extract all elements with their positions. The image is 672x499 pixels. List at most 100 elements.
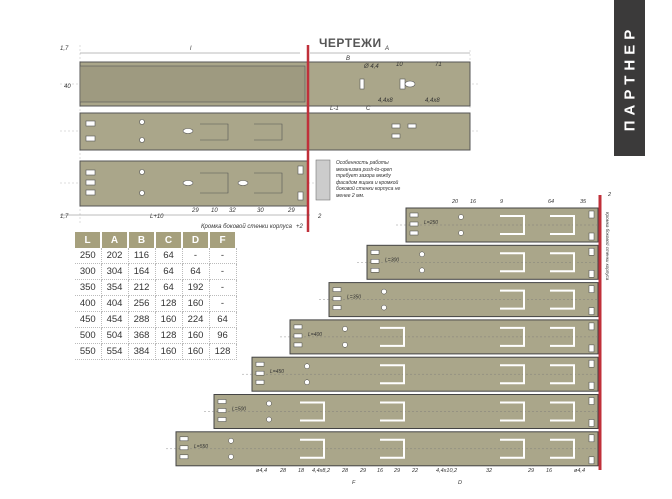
table-cell: 128 (155, 327, 183, 344)
bracket-cutout (550, 326, 575, 347)
dim-32: 32 (229, 208, 236, 214)
bottom-dim-label: 28 (279, 468, 287, 474)
push-open-device (315, 159, 331, 201)
mount-slot (293, 342, 303, 348)
table-cell: 554 (101, 343, 129, 360)
rail-drawing: L=500 (204, 394, 599, 429)
bracket-cutout (380, 326, 405, 347)
table-cell: 64 (182, 263, 210, 280)
bottom-dim-label: 28 (341, 468, 349, 474)
column-header: C (155, 232, 183, 248)
table-cell: 350 (75, 279, 102, 296)
table-cell: 300 (75, 263, 102, 280)
end-slot (588, 232, 595, 241)
table-cell: 368 (128, 327, 156, 344)
bracket-cutout (500, 289, 525, 310)
table-cell: 212 (128, 279, 156, 296)
table-cell: 500 (75, 327, 102, 344)
table-cell: 64 (209, 311, 237, 328)
dim-letter-d: D (458, 480, 462, 486)
rail-drawing: L=400 (280, 319, 599, 355)
column-header: F (209, 232, 237, 248)
end-slot (588, 381, 595, 390)
bracket-cutout (550, 438, 575, 459)
dim-slot1: 4,4x8 (378, 98, 393, 104)
end-slot (588, 419, 595, 427)
table-cell: 160 (182, 327, 210, 344)
mount-slot (255, 379, 265, 385)
column-header: B (128, 232, 156, 248)
end-slot (588, 285, 595, 293)
partner-side-tab[interactable]: ПАРТНЕР (614, 0, 645, 156)
bracket-cutout (550, 252, 575, 273)
bottom-dim-label: ø4,4 (256, 468, 267, 474)
hole (228, 438, 234, 444)
table-cell: 96 (209, 327, 237, 344)
rail-drawing: L=450 (242, 356, 599, 392)
mount-slot (217, 417, 227, 422)
rail-length-label: L=300 (385, 257, 399, 263)
dim-10: 10 (396, 62, 403, 68)
top-dim-label: 20 (451, 199, 459, 205)
dim-1-7-top: 1,7 (60, 46, 69, 52)
table-cell: 450 (75, 311, 102, 328)
table-cell: - (182, 248, 210, 264)
hole (381, 288, 387, 295)
dim-2: 2 (317, 214, 322, 220)
dim-letter-f: F (352, 480, 356, 486)
end-slot (588, 210, 595, 219)
bottom-dim-label: 16 (546, 468, 553, 474)
push-open-note: Особенность работы механизма push-to-ope… (336, 160, 401, 199)
dim-29b: 29 (287, 208, 295, 214)
dim-10b: 10 (211, 208, 218, 214)
dim-slot2: 4,4x8 (425, 98, 440, 104)
end-slot (588, 248, 595, 256)
table-cell: 160 (155, 311, 183, 328)
hole (266, 416, 272, 423)
table-cell: 250 (75, 248, 102, 264)
column-header: L (75, 232, 102, 248)
rail-drawing: L=350 (319, 282, 599, 318)
rail-length-label: L=350 (347, 295, 361, 301)
table-cell: 504 (101, 327, 129, 344)
rail-side-view (79, 160, 309, 207)
bottom-dim-label: 4,4x8,2 (312, 468, 330, 474)
table-cell: 550 (75, 343, 102, 360)
top-dim-label: 35 (580, 199, 587, 205)
hole (342, 326, 348, 332)
mount-slot (293, 333, 303, 339)
rail-length-label: L=250 (424, 220, 438, 226)
mount-slot (370, 268, 380, 273)
table-cell: 288 (128, 311, 156, 328)
hole (266, 400, 272, 407)
dim-29a: 29 (191, 208, 199, 214)
hole (458, 230, 464, 236)
mount-slot (179, 445, 189, 451)
table-cell: 116 (128, 248, 156, 264)
end-slot (588, 397, 595, 405)
bracket-cutout (550, 364, 575, 385)
mount-slot (255, 361, 265, 367)
bracket-cutout (380, 401, 405, 422)
bracket-cutout (380, 438, 405, 459)
top-dim-label: 64 (548, 199, 554, 205)
bracket-cutout (300, 401, 325, 422)
end-slot (588, 359, 595, 368)
bottom-dim-label: 29 (393, 468, 400, 474)
table-cell: 256 (128, 295, 156, 312)
mount-slot (332, 287, 342, 292)
end-slot (588, 322, 595, 331)
bracket-cutout (380, 364, 405, 385)
hole (304, 379, 310, 385)
hole (419, 251, 425, 258)
rail-body (251, 356, 599, 392)
table-cell: 304 (101, 263, 129, 280)
table-cell: 160 (182, 343, 210, 360)
